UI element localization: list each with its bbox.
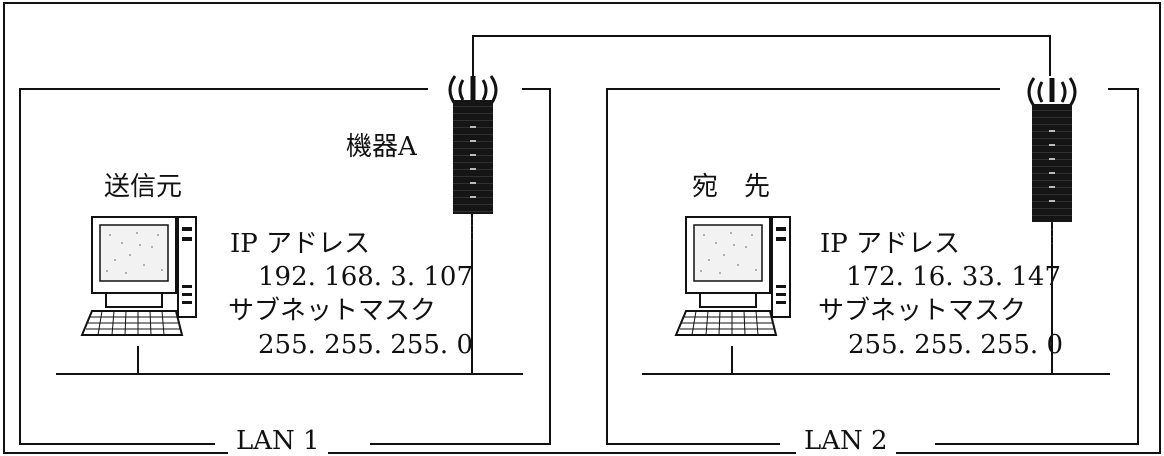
source-mask-label: サブネットマスク bbox=[228, 296, 437, 326]
lan1-boundary bbox=[19, 88, 551, 445]
source-heading: 送信元 bbox=[104, 172, 183, 202]
destination-mask-label: サブネットマスク bbox=[818, 296, 1027, 326]
outer-frame bbox=[3, 2, 1161, 454]
destination-heading: 宛 先 bbox=[692, 172, 771, 202]
lan2-boundary bbox=[606, 88, 1139, 445]
lan1-label: LAN 1 bbox=[228, 426, 328, 456]
destination-ip-label: IP アドレス bbox=[820, 229, 961, 259]
source-mask-value: 255. 255. 255. 0 bbox=[258, 330, 474, 360]
device-a-label: 機器A bbox=[346, 132, 417, 162]
destination-mask-value: 255. 255. 255. 0 bbox=[848, 330, 1064, 360]
wireless-antenna-icon bbox=[1027, 77, 1077, 107]
router-interconnect bbox=[472, 35, 1051, 76]
destination-ip-value: 172. 16. 33. 147 bbox=[846, 262, 1062, 292]
lan2-label: LAN 2 bbox=[796, 426, 896, 456]
source-ip-value: 192. 168. 3. 107 bbox=[258, 262, 474, 292]
desktop-computer-icon bbox=[80, 216, 197, 336]
router-icon bbox=[1032, 104, 1072, 244]
source-ip-label: IP アドレス bbox=[230, 229, 371, 259]
desktop-computer-icon bbox=[674, 216, 791, 336]
router-icon bbox=[453, 100, 493, 240]
